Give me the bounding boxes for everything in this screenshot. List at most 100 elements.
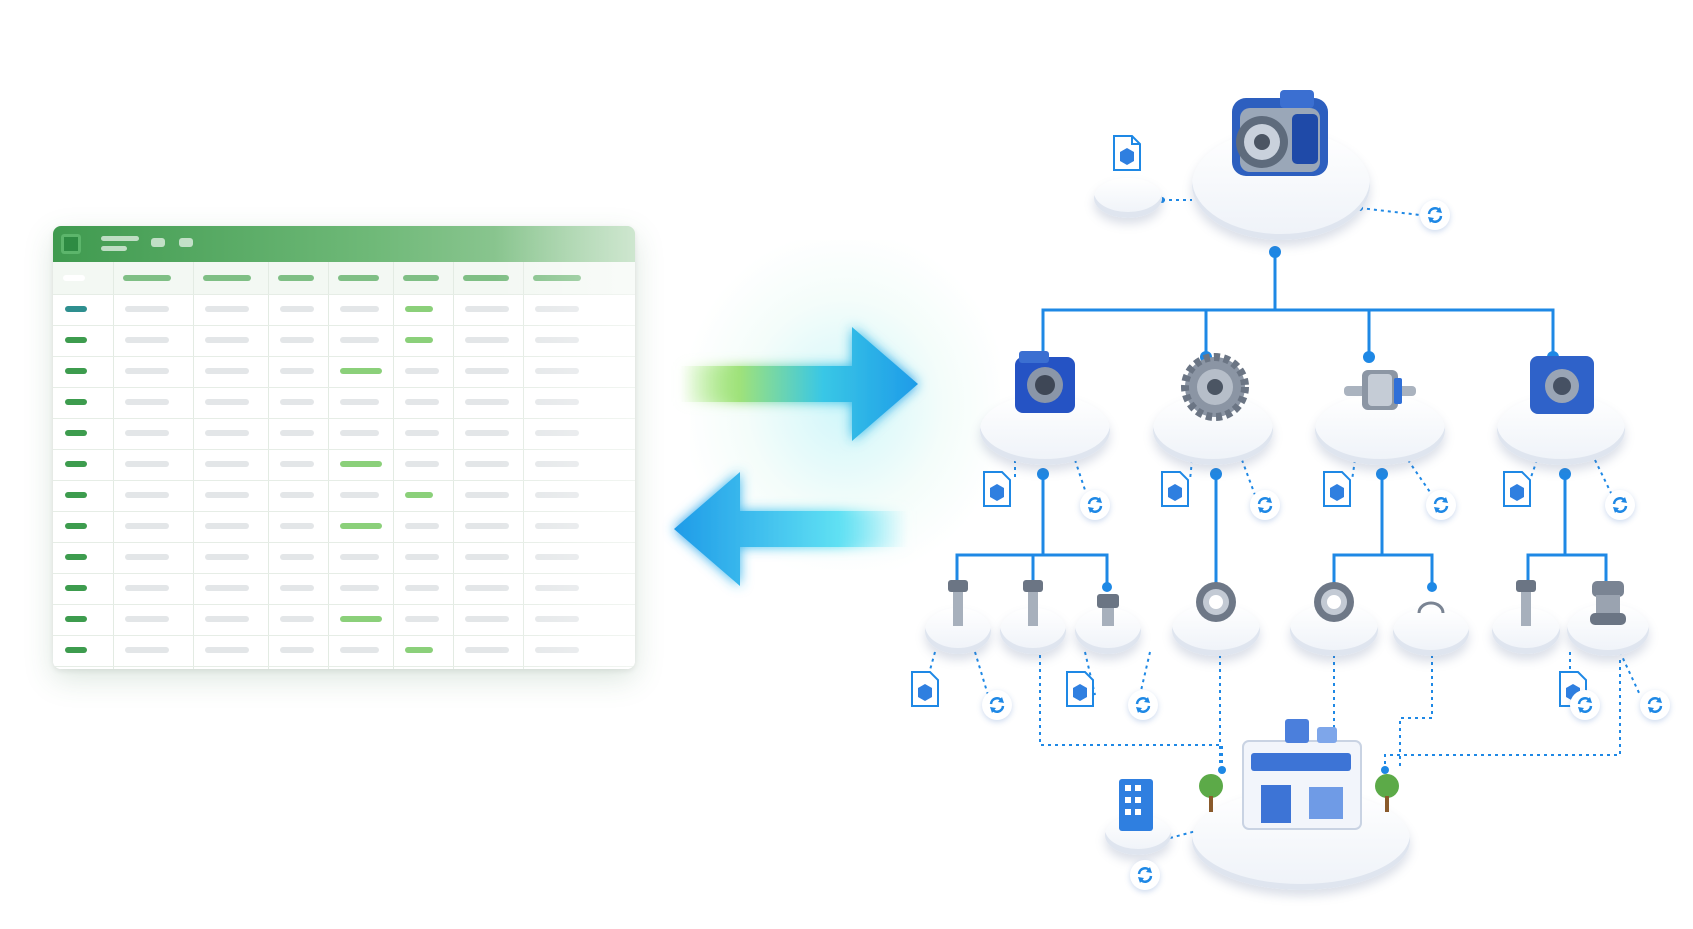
table-cell[interactable] (340, 461, 382, 467)
table-cell[interactable] (65, 430, 87, 436)
column-header-cell[interactable] (463, 275, 509, 281)
table-cell[interactable] (280, 337, 314, 343)
table-cell[interactable] (405, 492, 433, 498)
table-cell[interactable] (535, 399, 579, 405)
table-cell[interactable] (535, 430, 579, 436)
table-cell[interactable] (65, 337, 87, 343)
table-cell[interactable] (205, 399, 249, 405)
table-cell[interactable] (65, 585, 87, 591)
table-cell[interactable] (65, 368, 87, 374)
table-cell[interactable] (340, 430, 379, 436)
table-cell[interactable] (280, 554, 314, 560)
table-cell[interactable] (280, 647, 314, 653)
table-cell[interactable] (340, 492, 379, 498)
table-cell[interactable] (205, 554, 249, 560)
table-cell[interactable] (535, 616, 579, 622)
table-cell[interactable] (535, 523, 579, 529)
table-cell[interactable] (465, 337, 509, 343)
table-cell[interactable] (465, 647, 509, 653)
table-cell[interactable] (65, 523, 87, 529)
table-cell[interactable] (205, 461, 249, 467)
table-cell[interactable] (125, 461, 169, 467)
table-cell[interactable] (465, 492, 509, 498)
table-cell[interactable] (125, 554, 169, 560)
table-cell[interactable] (125, 523, 169, 529)
table-cell[interactable] (465, 399, 509, 405)
table-cell[interactable] (405, 337, 433, 343)
column-header-cell[interactable] (338, 275, 379, 281)
table-cell[interactable] (280, 616, 314, 622)
table-cell[interactable] (405, 430, 439, 436)
column-header-cell[interactable] (533, 275, 581, 281)
table-cell[interactable] (280, 399, 314, 405)
table-cell[interactable] (405, 523, 439, 529)
column-header-cell[interactable] (403, 275, 439, 281)
column-header-cell[interactable] (123, 275, 171, 281)
column-header-cell[interactable] (203, 275, 251, 281)
table-cell[interactable] (465, 554, 509, 560)
table-cell[interactable] (205, 492, 249, 498)
table-cell[interactable] (340, 523, 382, 529)
table-cell[interactable] (205, 523, 249, 529)
table-cell[interactable] (405, 554, 439, 560)
table-cell[interactable] (125, 647, 169, 653)
table-cell[interactable] (465, 306, 509, 312)
table-cell[interactable] (65, 554, 87, 560)
table-cell[interactable] (340, 399, 379, 405)
table-cell[interactable] (340, 306, 379, 312)
table-cell[interactable] (65, 616, 87, 622)
table-cell[interactable] (205, 647, 249, 653)
table-cell[interactable] (405, 647, 433, 653)
table-cell[interactable] (535, 647, 579, 653)
table-cell[interactable] (535, 585, 579, 591)
table-cell[interactable] (465, 523, 509, 529)
table-cell[interactable] (280, 492, 314, 498)
table-cell[interactable] (125, 430, 169, 436)
table-cell[interactable] (340, 647, 379, 653)
table-cell[interactable] (535, 306, 579, 312)
table-cell[interactable] (405, 306, 433, 312)
table-cell[interactable] (205, 368, 249, 374)
table-cell[interactable] (405, 368, 439, 374)
table-cell[interactable] (125, 368, 169, 374)
table-cell[interactable] (205, 306, 249, 312)
table-cell[interactable] (65, 647, 87, 653)
table-cell[interactable] (465, 461, 509, 467)
table-cell[interactable] (535, 461, 579, 467)
table-cell[interactable] (340, 554, 379, 560)
table-cell[interactable] (125, 585, 169, 591)
table-cell[interactable] (405, 461, 439, 467)
table-cell[interactable] (125, 337, 169, 343)
table-cell[interactable] (405, 399, 439, 405)
table-cell[interactable] (405, 616, 439, 622)
table-cell[interactable] (125, 399, 169, 405)
table-cell[interactable] (65, 461, 87, 467)
table-cell[interactable] (280, 306, 314, 312)
table-cell[interactable] (280, 430, 314, 436)
table-cell[interactable] (405, 585, 439, 591)
table-cell[interactable] (65, 306, 87, 312)
table-cell[interactable] (205, 616, 249, 622)
spreadsheet-grid[interactable] (53, 262, 635, 669)
table-cell[interactable] (280, 461, 314, 467)
table-cell[interactable] (125, 306, 169, 312)
table-cell[interactable] (340, 616, 382, 622)
table-cell[interactable] (125, 616, 169, 622)
table-cell[interactable] (465, 430, 509, 436)
column-header-cell[interactable] (278, 275, 314, 281)
table-cell[interactable] (280, 368, 314, 374)
table-cell[interactable] (340, 368, 382, 374)
table-cell[interactable] (280, 523, 314, 529)
table-cell[interactable] (65, 399, 87, 405)
table-cell[interactable] (465, 616, 509, 622)
table-cell[interactable] (340, 337, 379, 343)
table-cell[interactable] (535, 337, 579, 343)
table-cell[interactable] (535, 554, 579, 560)
table-cell[interactable] (205, 585, 249, 591)
table-cell[interactable] (340, 585, 379, 591)
table-cell[interactable] (205, 337, 249, 343)
table-cell[interactable] (465, 368, 509, 374)
table-cell[interactable] (65, 492, 87, 498)
table-cell[interactable] (125, 492, 169, 498)
table-cell[interactable] (205, 430, 249, 436)
